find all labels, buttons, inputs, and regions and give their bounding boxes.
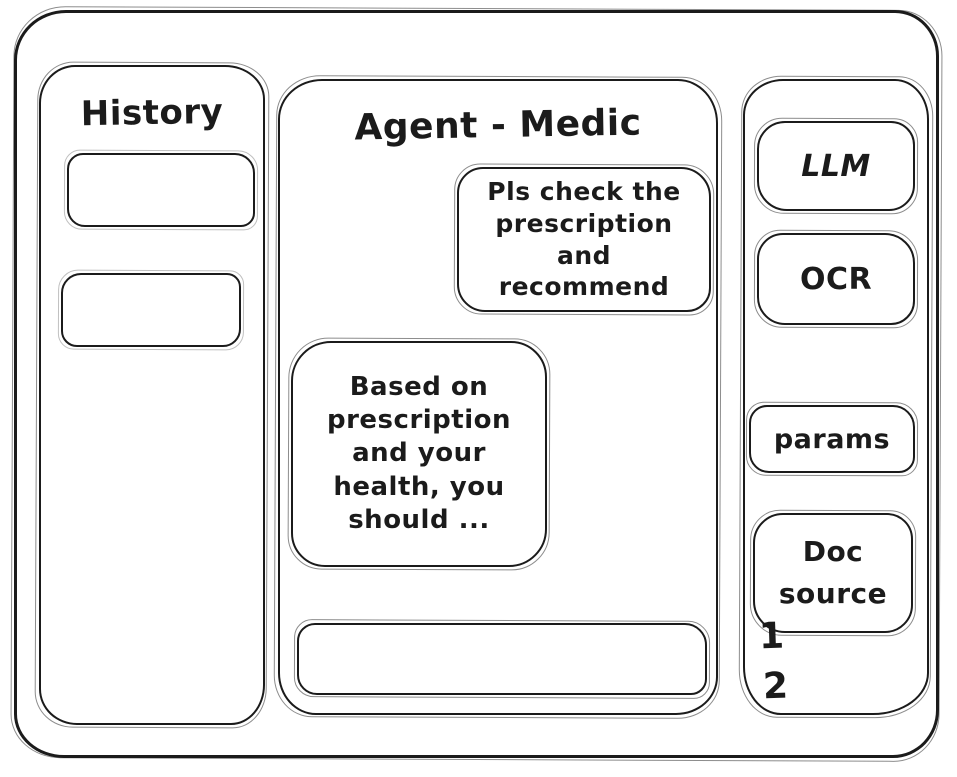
history-item[interactable] xyxy=(61,273,241,347)
params-button-label: params xyxy=(773,423,891,455)
history-title: History xyxy=(80,91,224,135)
llm-button-label: LLM xyxy=(801,148,871,184)
message-input[interactable] xyxy=(299,625,705,693)
user-message-bubble: Pls check the prescription and recommend xyxy=(457,167,711,312)
message-input-bar[interactable] xyxy=(297,623,707,695)
tools-panel: LLM OCR params Doc source 1 2 xyxy=(743,79,929,715)
agent-message-bubble: Based on prescription and your health, y… xyxy=(291,341,547,567)
doc-source-button[interactable]: Doc source xyxy=(753,513,913,633)
history-item[interactable] xyxy=(67,153,255,227)
ocr-button[interactable]: OCR xyxy=(757,233,915,325)
chat-title: Agent - Medic xyxy=(354,102,642,149)
llm-button[interactable]: LLM xyxy=(757,121,915,211)
params-button[interactable]: params xyxy=(749,405,915,473)
agent-message-text: Based on prescription and your health, y… xyxy=(326,372,511,535)
chat-panel: Agent - Medic Pls check the prescription… xyxy=(278,79,718,715)
user-message-text: Pls check the prescription and recommend xyxy=(487,177,681,302)
ocr-button-label: OCR xyxy=(799,261,873,297)
app-frame: History Agent - Medic Pls check the pres… xyxy=(14,10,939,758)
doc-source-number: 2 xyxy=(762,665,789,708)
doc-source-button-label: Doc source xyxy=(778,535,888,610)
history-panel: History xyxy=(39,65,265,725)
doc-source-number: 1 xyxy=(758,615,785,658)
